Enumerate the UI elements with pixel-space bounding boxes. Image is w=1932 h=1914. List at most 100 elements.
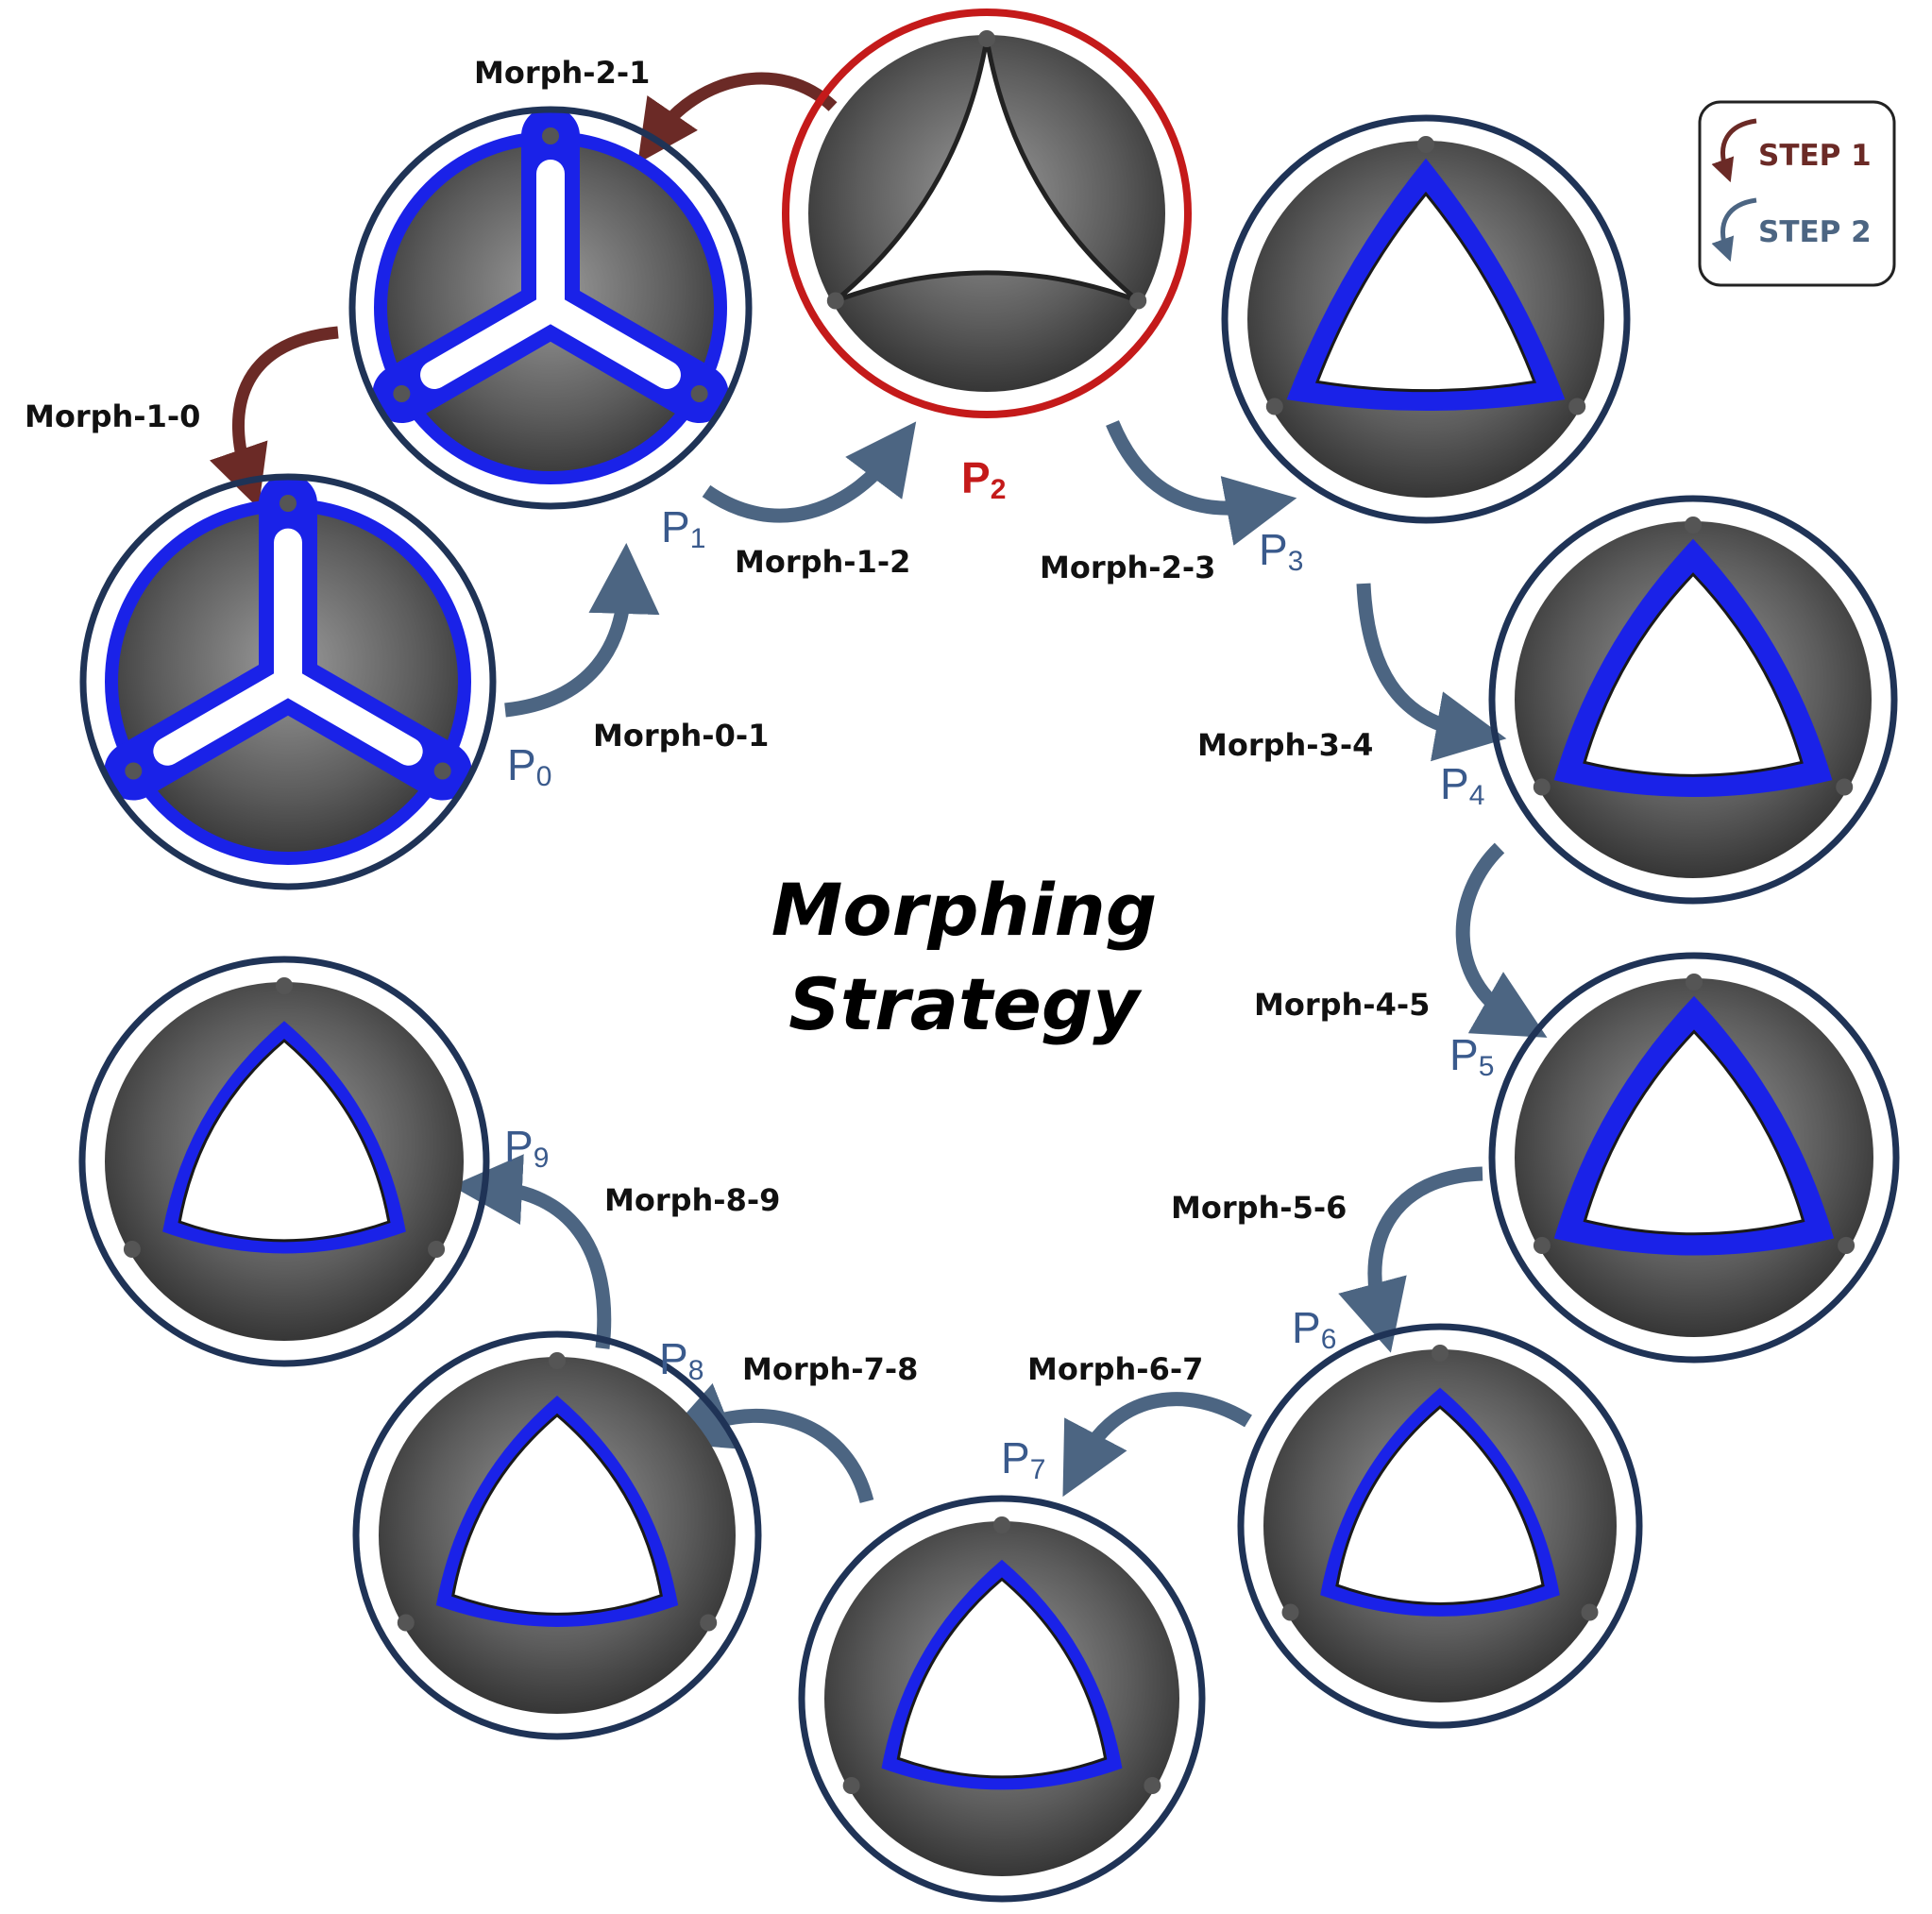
position-subscript: 4 (1469, 780, 1485, 811)
morph-label: Morph-0-1 (593, 718, 769, 754)
position-letter: P (507, 740, 536, 789)
position-subscript: 1 (690, 523, 706, 554)
valve-p1 (348, 106, 753, 510)
commissure-post (1265, 398, 1283, 415)
arrow-morph-6-7 (1062, 1392, 1252, 1498)
commissure-post (276, 977, 293, 994)
legend-box (1698, 100, 1896, 287)
highlight-ring (782, 8, 1192, 418)
commissure-post (1685, 517, 1702, 534)
legend-step1-arrow (1711, 118, 1757, 183)
position-label-p7: P7 (1001, 1433, 1045, 1485)
valve-ring (1488, 952, 1900, 1364)
morph-label: Morph-8-9 (604, 1182, 780, 1218)
commissure-post (978, 30, 995, 47)
position-subscript: 5 (1479, 1051, 1495, 1082)
valve-ring (798, 1495, 1206, 1903)
position-letter: P (661, 502, 690, 551)
commissure-post (690, 385, 708, 402)
commissure-post (1129, 292, 1147, 310)
valve-ring (352, 1330, 762, 1740)
commissure-post (1838, 1237, 1856, 1254)
commissure-post (1533, 1237, 1551, 1254)
valve-ring (348, 106, 753, 510)
commissure-post (842, 1777, 860, 1794)
commissure-post (1417, 136, 1434, 153)
valve-opening (178, 1039, 391, 1243)
morph-label: Morph-7-8 (742, 1351, 918, 1387)
valve-opening (834, 38, 1140, 303)
position-label-p2: P2 (961, 453, 1006, 505)
position-label-p1: P1 (661, 502, 705, 554)
arrow-morph-2-3 (1106, 420, 1297, 546)
valve-p8 (352, 1330, 762, 1740)
diagram-title: Morphing Strategy (771, 868, 1157, 1046)
valve-opening (896, 1577, 1108, 1779)
arrow-morph-1-0 (209, 326, 339, 509)
valve-p6 (1237, 1323, 1643, 1729)
valve-positions (78, 8, 1900, 1903)
commissure-post (549, 1352, 566, 1369)
valve-ring (1237, 1323, 1643, 1729)
legend-step1-label: STEP 1 (1758, 139, 1872, 173)
valve-opening (1583, 572, 1804, 777)
commissure-post (826, 292, 844, 310)
position-subscript: 3 (1288, 546, 1304, 577)
position-subscript: 6 (1321, 1324, 1337, 1355)
position-letter: P (659, 1334, 688, 1383)
position-subscript: 7 (1030, 1454, 1046, 1485)
position-subscript: 2 (991, 474, 1007, 505)
position-label-p4: P4 (1440, 759, 1484, 811)
commissure-post (397, 1614, 415, 1632)
valve-opening (1314, 191, 1537, 393)
valve-p2 (782, 8, 1192, 418)
position-letter: P (1449, 1030, 1479, 1079)
morph-label: Morph-3-4 (1197, 727, 1373, 763)
commissure-post (1568, 398, 1586, 415)
position-subscript: 0 (536, 761, 552, 792)
legend: STEP 1 STEP 2 (1698, 100, 1896, 287)
valve-opening (1583, 1029, 1805, 1236)
commissure-post (993, 1516, 1010, 1533)
position-letter: P (961, 453, 991, 502)
arrow-morph-2-1 (637, 72, 838, 163)
morph-label: Morph-2-3 (1040, 550, 1215, 585)
valve-p3 (1221, 114, 1631, 524)
position-label-p6: P6 (1292, 1303, 1336, 1355)
commissure-post (428, 1241, 446, 1258)
position-letter: P (1259, 525, 1288, 574)
morph-label: Morph-1-0 (25, 398, 200, 434)
valve-opening (451, 1413, 663, 1616)
morph-label: Morph-5-6 (1171, 1190, 1347, 1226)
position-subscript: 8 (688, 1355, 704, 1386)
position-label-p8: P8 (659, 1334, 703, 1386)
position-subscript: 9 (534, 1143, 550, 1174)
arrow-morph-4-5 (1455, 842, 1548, 1038)
valve-p4 (1488, 495, 1898, 905)
position-label-p3: P3 (1259, 525, 1303, 577)
position-letter: P (504, 1122, 534, 1171)
commissure-post (433, 762, 451, 780)
commissure-post (1533, 778, 1551, 796)
commissure-post (1581, 1603, 1599, 1621)
arrow-morph-0-1 (504, 543, 660, 718)
valve-p9 (78, 956, 490, 1367)
commissure-post (1686, 974, 1703, 991)
commissure-post (123, 1241, 141, 1258)
valve-p7 (798, 1495, 1206, 1903)
arrow-morph-3-4 (1356, 583, 1507, 762)
morph-label: Morph-6-7 (1027, 1351, 1203, 1387)
title-line-2: Strategy (788, 962, 1143, 1046)
morph-label: Morph-1-2 (735, 544, 910, 580)
legend-step2-arrow (1711, 197, 1757, 263)
valve-ring (1488, 495, 1898, 905)
valve-opening (1335, 1405, 1545, 1605)
arrow-morph-5-6 (1338, 1166, 1483, 1353)
valve-ring (78, 956, 490, 1367)
valve-p0 (79, 473, 497, 890)
commissure-post (1281, 1603, 1299, 1621)
morph-label: Morph-2-1 (474, 55, 650, 91)
commissure-post (1144, 1777, 1161, 1794)
